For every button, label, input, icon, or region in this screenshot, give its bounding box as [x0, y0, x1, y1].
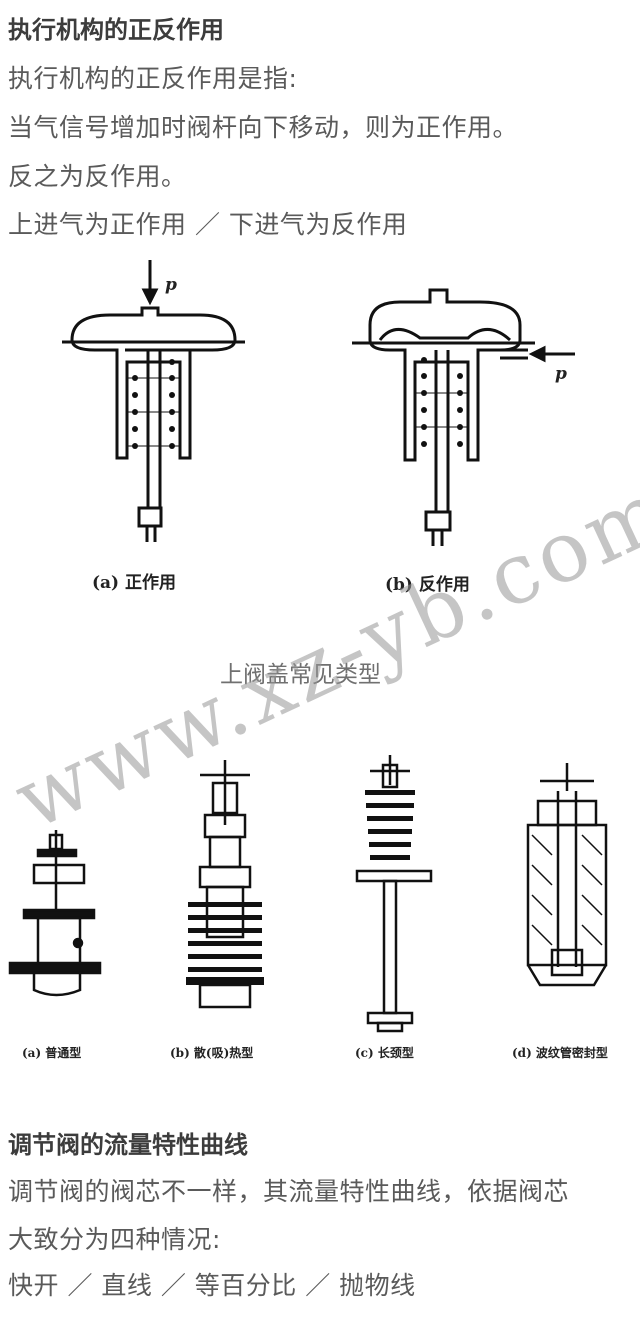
text-line: 反之为反作用。: [8, 162, 187, 191]
standard-bonnet: [8, 830, 102, 997]
caption-bellows-bonnet: (d) 波纹管密封型: [512, 1046, 608, 1060]
section-title-flow-curve: 调节阀的流量特性曲线: [8, 1131, 248, 1159]
caption-heat-dissipating-bonnet: (b) 散(吸)热型: [170, 1046, 254, 1060]
caption-direct-action: (a) 正作用: [92, 573, 177, 593]
direct-acting-actuator: [62, 260, 245, 542]
p-label-a: p: [165, 275, 177, 295]
text-line: 上进气为正作用 ／ 下进气为反作用: [8, 210, 408, 239]
text-line: 快开 ／ 直线 ／ 等百分比 ／ 抛物线: [8, 1271, 416, 1300]
figure-title-bonnet-types: 上阀盖常见类型: [220, 662, 381, 688]
p-label-b: p: [555, 364, 567, 384]
long-neck-bonnet: [355, 755, 433, 1033]
text-line: 当气信号增加时阀杆向下移动，则为正作用。: [8, 113, 519, 142]
actuator-diagram: [62, 260, 575, 546]
text-line: 大致分为四种情况:: [8, 1225, 221, 1254]
text-line: 调节阀的阀芯不一样，其流量特性曲线，依据阀芯: [8, 1177, 570, 1206]
caption-standard-bonnet: (a) 普通型: [22, 1046, 82, 1060]
caption-long-neck-bonnet: (c) 长颈型: [355, 1046, 414, 1060]
heat-dissipating-bonnet: [186, 760, 264, 1009]
reverse-acting-actuator: [352, 288, 575, 546]
caption-reverse-action: (b) 反作用: [385, 575, 470, 595]
bellows-seal-bonnet: [526, 763, 608, 987]
text-line: 执行机构的正反作用是指:: [8, 64, 298, 93]
section-title-actuator: 执行机构的正反作用: [8, 16, 224, 44]
bonnet-types-diagram: [8, 755, 608, 1033]
